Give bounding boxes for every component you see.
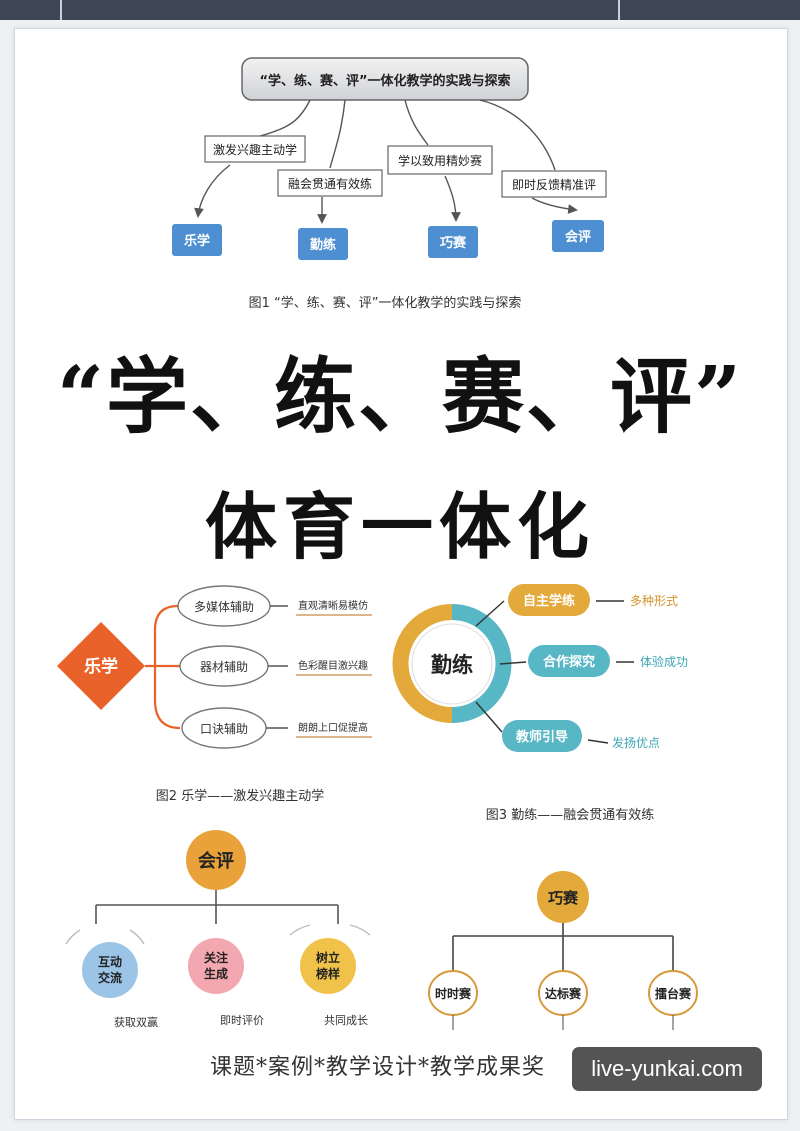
fig2-item-text: 多媒体辅助	[194, 600, 254, 614]
top-bar	[0, 0, 800, 20]
fig3-note-text: 发扬优点	[612, 735, 660, 750]
fig1-target-box	[428, 226, 478, 258]
fig1-connector	[329, 99, 346, 169]
fig4-item-text: 关注	[204, 950, 228, 965]
top-bar-divider	[60, 0, 62, 20]
fig3-item-pill	[502, 720, 582, 752]
fig1-target-text: 会评	[565, 229, 591, 245]
fig4-item-text: 交流	[98, 970, 122, 985]
fig3-item-text: 合作探究	[543, 654, 595, 670]
sub-title: 体育一体化	[204, 484, 595, 569]
figure-1: “学、练、赛、评”一体化教学的实践与探索 激发兴趣主动学 融会贯通有效练 学以致…	[172, 57, 607, 311]
fig1-target-text: 乐学	[184, 233, 210, 249]
fig2-note-text: 朗朗上口促提高	[298, 721, 368, 734]
figure-2: 乐学 多媒体辅助 器材辅助 口诀辅助 直观清晰易模仿 色彩醒目激兴趣 朗朗上口促…	[57, 585, 372, 804]
fig1-branch-box	[277, 169, 383, 197]
fig4-item-circle	[188, 938, 244, 994]
watermark-badge: live-yunkai.com	[572, 1047, 762, 1091]
fig2-center-text: 乐学	[84, 656, 118, 677]
fig1-root-text: “学、练、赛、评”一体化教学的实践与探索	[259, 73, 510, 89]
fig1-arrow	[531, 197, 578, 214]
fig3-ring-gold	[392, 604, 453, 723]
fig4-note-text: 共同成长	[324, 1014, 368, 1027]
document-sheet	[14, 28, 788, 1120]
fig5-top-circle	[537, 871, 589, 923]
fig3-caption: 图3 勤练——融会贯通有效练	[486, 808, 654, 823]
fig1-branch-text: 融会贯通有效练	[288, 176, 372, 191]
fig5-item-text: 达标赛	[545, 986, 582, 1001]
fig5-item-text: 时时赛	[435, 986, 472, 1001]
fig1-branch-box	[501, 170, 607, 198]
footer-keywords: 课题*案例*教学设计*教学成果奖	[210, 1055, 546, 1080]
fig2-note-text: 色彩醒目激兴趣	[298, 659, 368, 672]
fig4-top-circle	[186, 830, 246, 890]
fig3-item-text: 自主学练	[523, 593, 575, 609]
fig1-branch-box	[387, 145, 493, 175]
fig3-center-circle	[411, 623, 493, 705]
fig4-item-circle	[82, 942, 138, 998]
fig1-caption: 图1 “学、练、赛、评”一体化教学的实践与探索	[249, 295, 522, 311]
fig3-item-pill	[528, 645, 610, 677]
fig5-tree-lines	[452, 923, 674, 972]
fig4-item-text: 榜样	[316, 966, 340, 981]
fig2-note-text: 直观清晰易模仿	[298, 599, 368, 612]
fig3-note-text: 体验成功	[640, 654, 688, 669]
fig1-branch-text: 学以致用精妙赛	[398, 153, 482, 168]
fig1-target-box	[552, 220, 604, 252]
fig1-branch-text: 激发兴趣主动学	[213, 142, 297, 157]
figure-3: 勤练 自主学练 合作探究 教师引导 多种形式 体验成功 发扬优点 图3 勤练——…	[392, 584, 688, 823]
fig2-item-text: 口诀辅助	[200, 722, 248, 736]
fig4-tree-lines	[95, 890, 339, 924]
fig1-target-box	[172, 224, 222, 256]
fig5-item-text: 擂台赛	[655, 986, 692, 1001]
fig2-bracket	[145, 604, 181, 730]
fig4-item-text: 生成	[204, 966, 228, 981]
fig1-arrow	[194, 164, 231, 218]
main-title: “学、练、赛、评”	[56, 349, 744, 445]
top-bar-divider	[618, 0, 620, 20]
fig5-top-text: 巧赛	[548, 889, 579, 907]
fig1-connector	[259, 99, 311, 137]
fig1-target-text: 巧赛	[440, 235, 467, 251]
figure-5: 巧赛 时时赛 达标赛 擂台赛	[428, 871, 698, 1030]
fig1-branch-text: 即时反馈精准评	[512, 178, 596, 192]
fig1-connector	[404, 99, 429, 146]
fig1-root-box	[241, 57, 529, 101]
fig3-center-text: 勤练	[431, 653, 473, 677]
fig1-target-box	[298, 228, 348, 260]
fig4-note-text: 即时评价	[220, 1014, 264, 1027]
fig1-branch-box	[204, 135, 306, 163]
fig4-note-text: 获取双赢	[114, 1015, 158, 1029]
fig1-target-text: 勤练	[310, 237, 336, 253]
fig3-item-pill	[508, 584, 590, 616]
fig2-center-diamond	[57, 622, 145, 710]
fig1-arrow	[444, 175, 461, 222]
fig2-caption: 图2 乐学——激发兴趣主动学	[156, 788, 324, 804]
figure-4: 会评 互动 交流 关注 生成 树立 榜样 获取双赢 即时评价 共同成长	[65, 830, 371, 1029]
fig2-item-text: 器材辅助	[200, 660, 248, 674]
fig4-item-circle	[300, 938, 356, 994]
fig4-item-text: 树立	[316, 950, 340, 965]
fig4-item-text: 互动	[98, 955, 122, 969]
fig1-connector	[479, 99, 556, 171]
fig4-top-text: 会评	[198, 850, 234, 872]
fig3-note-text: 多种形式	[630, 594, 678, 608]
fig3-item-text: 教师引导	[515, 729, 568, 745]
